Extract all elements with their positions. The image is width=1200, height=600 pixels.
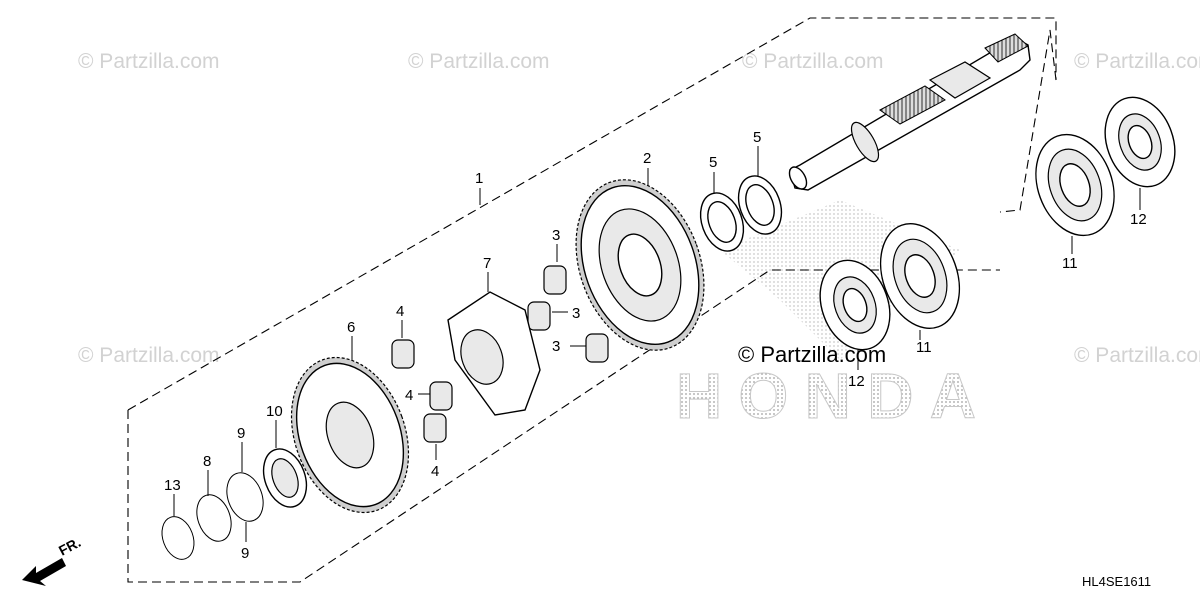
watermark-main: © Partzilla.com bbox=[738, 342, 886, 367]
springs-upper bbox=[527, 265, 609, 363]
callout-3: 3 bbox=[552, 227, 560, 244]
arrow-left-icon bbox=[22, 558, 66, 586]
direction-label: FR. bbox=[56, 534, 83, 559]
watermark-text: © Partzilla.com bbox=[1074, 344, 1200, 367]
callout-2: 2 bbox=[643, 150, 651, 167]
callout-11: 11 bbox=[1062, 255, 1078, 272]
callout-6: 6 bbox=[347, 319, 355, 336]
gear-small bbox=[290, 356, 410, 514]
front-direction: FR. bbox=[22, 534, 83, 586]
callout-7: 7 bbox=[483, 255, 491, 272]
callout-4: 4 bbox=[396, 303, 404, 320]
springs-lower bbox=[391, 339, 453, 443]
callout-4: 4 bbox=[405, 387, 413, 404]
callout-13: 13 bbox=[164, 477, 181, 494]
callout-8: 8 bbox=[203, 453, 211, 470]
callout-10: 10 bbox=[266, 403, 283, 420]
callout-3: 3 bbox=[572, 305, 580, 322]
diagram-code: HL4SE1611 bbox=[1082, 574, 1151, 589]
callout-5: 5 bbox=[709, 154, 717, 171]
callout-12: 12 bbox=[1130, 211, 1147, 228]
damper-hub bbox=[447, 291, 541, 416]
watermarks: © Partzilla.com © Partzilla.com © Partzi… bbox=[78, 50, 1200, 367]
callout-3: 3 bbox=[552, 338, 560, 355]
mainshaft bbox=[788, 33, 1031, 191]
callout-11: 11 bbox=[916, 339, 932, 356]
rings bbox=[161, 448, 308, 560]
callout-9: 9 bbox=[237, 425, 245, 442]
brand-wordmark: HONDA bbox=[676, 360, 976, 432]
callout-5: 5 bbox=[753, 129, 761, 146]
gear-large bbox=[575, 179, 705, 351]
callout-9: 9 bbox=[241, 545, 249, 562]
watermark-text: © Partzilla.com bbox=[78, 344, 220, 367]
watermark-text: © Partzilla.com bbox=[408, 50, 550, 73]
washers bbox=[699, 175, 783, 252]
watermark-text: © Partzilla.com bbox=[78, 50, 220, 73]
callout-12: 12 bbox=[848, 373, 865, 390]
callouts: 1 2 3 3 3 4 4 4 5 5 6 7 8 9 9 10 11 11 1… bbox=[164, 129, 1147, 562]
watermark-text: © Partzilla.com bbox=[1074, 50, 1200, 73]
bearings bbox=[819, 96, 1176, 351]
callout-1: 1 bbox=[475, 170, 483, 187]
leader-lines bbox=[173, 146, 1141, 542]
watermark-text: © Partzilla.com bbox=[742, 50, 884, 73]
callout-4: 4 bbox=[431, 463, 439, 480]
